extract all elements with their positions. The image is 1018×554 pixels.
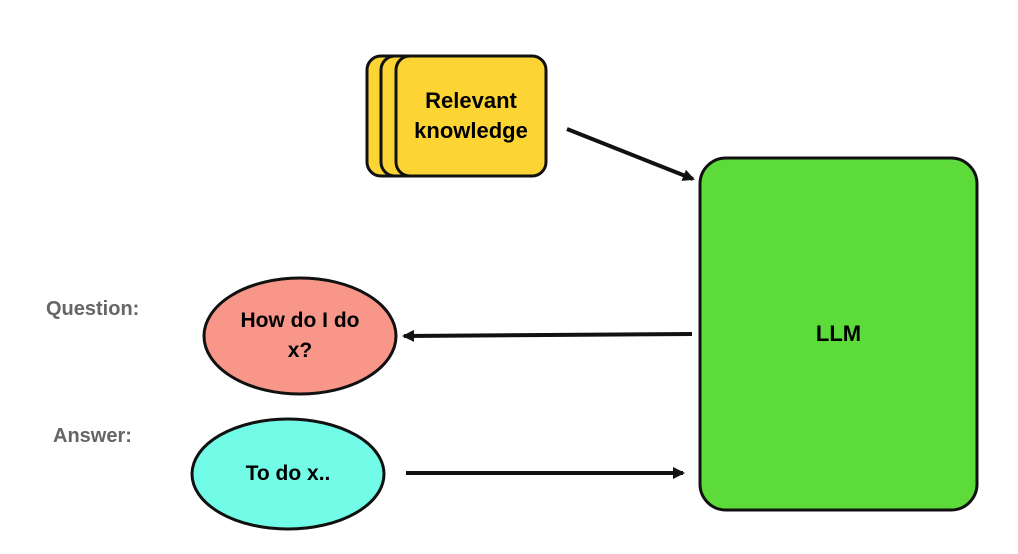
knowledge-card-front	[394, 54, 548, 178]
llm-box	[698, 156, 979, 512]
knowledge-stack	[365, 54, 548, 178]
question-label-line2: x?	[287, 339, 313, 362]
question-ellipse	[202, 276, 398, 396]
llm-label: LLM	[815, 321, 862, 346]
question-bubble-label: How do I do x?	[204, 278, 396, 394]
knowledge-label: Relevant knowledge	[396, 56, 546, 176]
answer-side-label: Answer:	[53, 425, 132, 447]
knowledge-label-line2: knowledge	[414, 118, 528, 143]
question-label-line1: How do I do	[240, 309, 360, 332]
arrow-llm-to-question	[402, 329, 693, 342]
answer-bubble-label: To do x..	[245, 462, 331, 485]
arrow-knowledge-to-llm	[566, 127, 695, 181]
question-side-label: Question:	[46, 298, 140, 320]
knowledge-label-line1: Relevant	[425, 88, 517, 113]
answer-ellipse	[190, 417, 386, 531]
